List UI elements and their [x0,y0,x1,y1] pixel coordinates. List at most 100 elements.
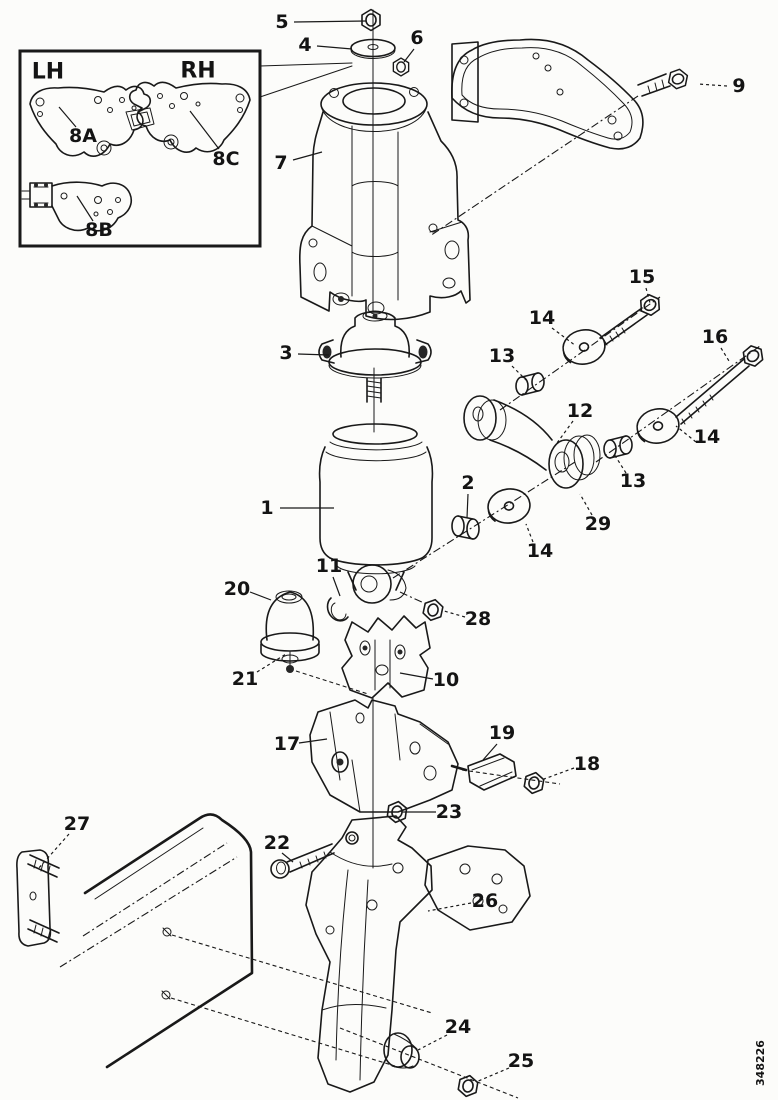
bolt-16-axis [595,345,761,463]
sleeve-nut-19 [467,753,517,791]
leader-9 [697,83,728,87]
bracket-8b [21,181,133,232]
leader-17 [298,738,328,744]
bolt-15 [499,290,665,411]
callout-16: 16 [702,326,728,348]
inset-box [18,49,353,248]
leader-8c [189,110,220,150]
mount-3 [318,310,432,379]
callout-13: 13 [620,470,646,492]
pin-21-axis [295,670,369,695]
callout-14: 14 [529,307,555,329]
nut-6 [392,57,410,77]
callout-27: 27 [64,813,90,835]
callout-25: 25 [508,1050,534,1072]
leader-19 [482,743,498,761]
callout-8c: 8C [212,148,239,170]
air-spring-1 [318,423,434,604]
leader-16 [720,347,730,362]
leader-2 [466,493,469,519]
bushing-2 [451,515,480,540]
bump-stop-20 [260,590,320,662]
callout-15: 15 [629,266,655,288]
callout-17: 17 [274,733,300,755]
bushing-24 [383,1032,420,1069]
shackle-bolt-axis-1 [82,842,228,937]
callout-14: 14 [694,426,720,448]
callout-8a: 8A [69,125,97,147]
leader-8a [58,106,77,128]
callout-21: 21 [232,668,258,690]
bolt-9-axis [429,95,639,237]
callout-9: 9 [732,75,745,97]
leader-8b [76,195,94,222]
leader-13 [613,453,627,474]
nut-5 [361,8,381,32]
callout-24: 24 [445,1016,471,1038]
leader-18 [543,767,575,780]
nut-18 [522,770,546,796]
guard-26 [305,815,433,1093]
washer-4 [350,38,396,59]
leader-27 [37,833,70,870]
inset-pointer-lines [259,62,353,98]
leader-24 [417,1034,448,1051]
callout-26: 26 [472,890,498,912]
bolt-16 [595,341,768,463]
callout-6: 6 [410,27,423,49]
leader-3 [297,353,330,356]
callout-20: 20 [224,578,250,600]
leader-21 [256,653,287,673]
callout-4: 4 [298,34,311,56]
stud-axis-28 [399,591,427,605]
panel-screw-2 [161,990,396,1067]
callout-7: 7 [274,152,287,174]
spacer-13-left [515,372,545,396]
spacer-13-right [603,435,633,459]
callout-18: 18 [574,753,600,775]
bolt-15-axis [499,296,661,411]
bracket-8a [29,85,155,157]
guard-stud-axis [339,1027,519,1099]
leader-14 [675,425,697,443]
stay-bracket [451,38,644,150]
knuckle-7 [298,82,471,321]
inset-border [18,49,262,248]
bracket-10 [341,615,431,699]
leader-14 [551,327,577,347]
callout-23: 23 [436,801,462,823]
leader-11 [332,576,341,597]
leader-29 [579,493,593,516]
leader-7 [292,151,323,161]
leader-25 [475,1067,510,1083]
leader-5 [293,20,367,23]
pin-21 [281,651,369,695]
leader-20 [249,591,272,601]
washer-14-lower [485,485,533,527]
leader-22 [281,852,294,863]
callout-3: 3 [279,342,292,364]
callout-19: 19 [489,722,515,744]
callout-29: 29 [585,513,611,535]
stud-axis-19 [461,769,561,785]
callout-10: 10 [433,669,459,691]
guard-rear-bracket [424,845,531,931]
frame-panel [59,813,433,1069]
bushing-29 [563,434,601,481]
callout-1: 1 [260,497,273,519]
callout-22: 22 [264,832,290,854]
clip-11 [326,597,349,622]
callout-2: 2 [461,472,474,494]
bracket-8c [128,81,251,153]
washer-14-right [633,404,683,448]
piston-rod [366,367,382,433]
lower-mount-axis [392,461,576,579]
shackle-27 [16,849,60,947]
nut-28 [421,597,445,623]
leader-10 [399,672,434,680]
leader-28 [443,610,466,618]
callout-rh: RH [180,59,215,84]
